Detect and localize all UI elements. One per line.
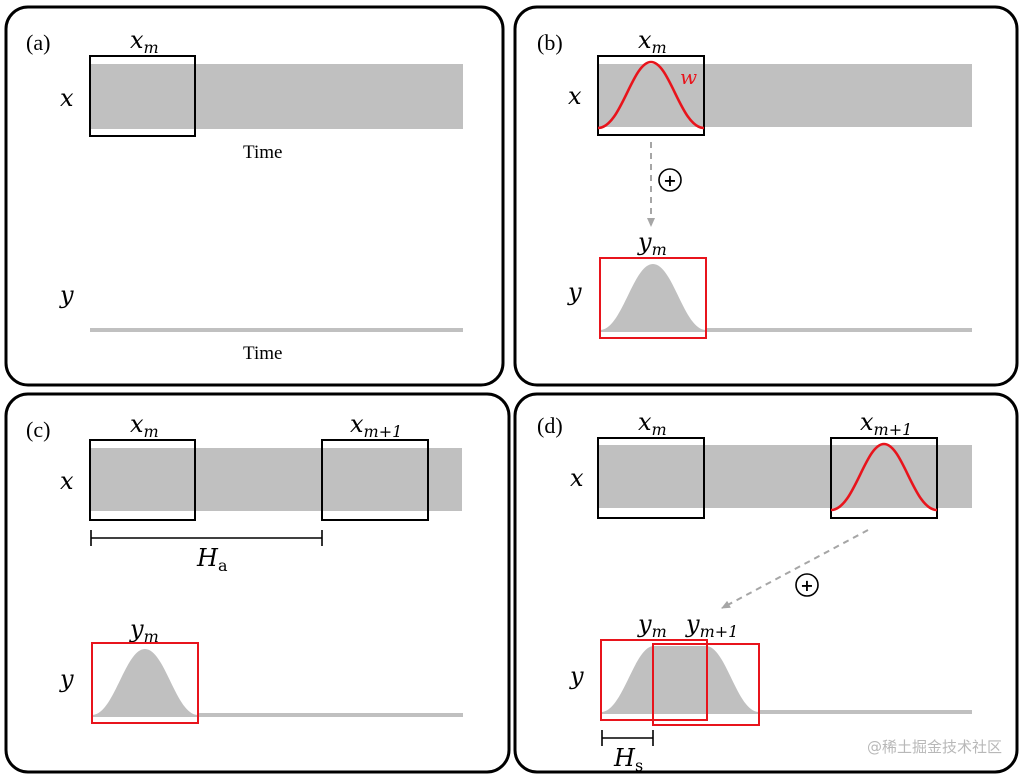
panel-c-window-xm1 [321,439,429,521]
panel-c-label-x: x [60,467,74,495]
panel-c-label-Ha: Ha [196,544,228,575]
panel-d-window-xm [597,437,705,519]
panel-d-output-window-ym1 [652,643,760,726]
panel-d-overlap-arrow [721,529,869,609]
panel-d-plus-icon: + [795,573,819,597]
panel-a-time-label-top: Time [243,142,282,163]
panel-c-input-signal [90,448,462,511]
panel-d-window-function [830,442,938,512]
panel-d-input-signal [598,445,972,508]
panel-a-window-xm [89,55,196,137]
panel-d-label-xm1: xm+1 [860,408,912,439]
panel-d-output-overlap-sum [601,646,759,714]
panel-a-time-label-bottom: Time [243,343,282,364]
panel-b-output-frame-ym [600,264,706,332]
panel-a-label-xm: xm [130,26,159,57]
panel-b-plus-icon: + [658,168,682,192]
panel-b-label-ym: ym [637,228,667,259]
panel-d-label-Hs: Hs [613,744,643,775]
panel-c-analysis-hop-marker [90,530,323,546]
panel-b-label-w: w [680,65,697,89]
panel-b-label-y: y [567,278,582,306]
panel-c-tag: (c) [26,417,50,442]
panel-b-output-window [599,257,707,339]
svg-text:+: + [663,171,676,190]
panel-b-input-signal [598,64,972,127]
panel-b-label-xm: xm [638,26,667,57]
panel-a: (a) xm x Time y Time [4,5,505,387]
panel-b-label-x: x [568,82,582,110]
panel-d-label-xm: xm [638,408,667,439]
panel-c-label-xm: xm [130,410,159,441]
panel-c-label-xm1: xm+1 [350,410,402,441]
panel-d-synthesis-hop-marker [601,730,654,746]
panel-d: (d) xm xm+1 x + ym ym+1 y [513,392,1019,775]
panel-d-label-ym: ym [637,610,667,641]
panel-c: (c) xm xm+1 x Ha ym y [4,392,511,774]
panel-d-tag: (d) [537,413,563,438]
panel-c-label-ym: ym [129,615,159,646]
panel-c-label-y: y [59,665,74,693]
panel-d-label-y: y [569,662,584,690]
panel-d-window-xm1 [830,437,938,519]
panel-a-tag: (a) [26,30,50,55]
panel-d-label-ym1: ym+1 [685,610,738,641]
svg-text:+: + [800,576,813,595]
panel-b-window-function [597,60,705,130]
panel-d-label-x: x [570,464,584,492]
panel-b-tag: (b) [537,30,563,55]
panel-a-label-x: x [60,84,74,112]
panel-c-window-xm [89,439,196,521]
panel-a-input-signal [90,64,463,129]
panel-b-window-xm [597,55,705,136]
panel-c-output-window [91,642,199,724]
watermark-text: @稀土掘金技术社区 [867,738,1002,756]
panel-a-label-y: y [59,281,74,309]
panel-b: (b) w xm x + ym y [513,5,1019,387]
panel-c-output-frame-ym [92,649,198,717]
